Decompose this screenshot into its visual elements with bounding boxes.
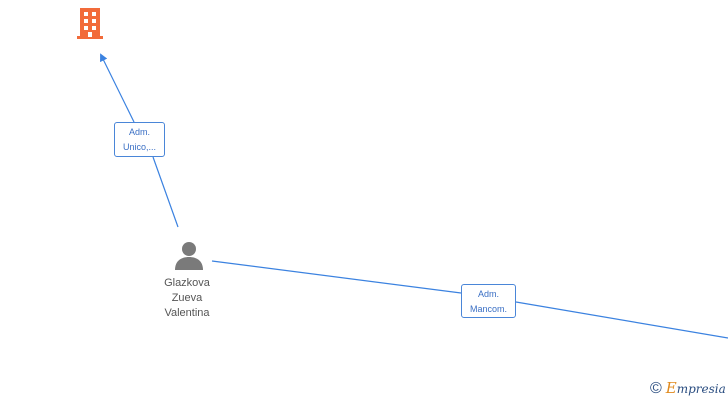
edge-label-line: Unico,... xyxy=(122,142,156,152)
edge-label-adm-unico[interactable]: Adm. Unico,... xyxy=(114,122,165,157)
person-icon[interactable] xyxy=(173,240,205,272)
brand-watermark: ©Empresia xyxy=(650,378,728,398)
brand-logo-letter: E xyxy=(665,379,677,397)
brand-logo-text: mpresia xyxy=(676,382,726,396)
building-icon[interactable] xyxy=(74,5,106,41)
edge-label-line: Adm. xyxy=(477,289,499,299)
person-name[interactable]: Glazkova Zueva Valentina xyxy=(137,276,237,321)
copyright-icon: © xyxy=(650,380,662,397)
edge-label-line: Mancom. xyxy=(469,304,507,314)
edge-person-to-company xyxy=(101,55,179,228)
person-name-line: Valentina xyxy=(164,307,210,319)
person-name-line: Glazkova xyxy=(164,277,210,289)
person-name-line: Zueva xyxy=(171,292,203,304)
edge-label-adm-mancom[interactable]: Adm. Mancom. xyxy=(461,284,516,318)
edge-label-line: Adm. xyxy=(128,127,150,137)
edge-person-to-offscreen xyxy=(211,260,728,339)
